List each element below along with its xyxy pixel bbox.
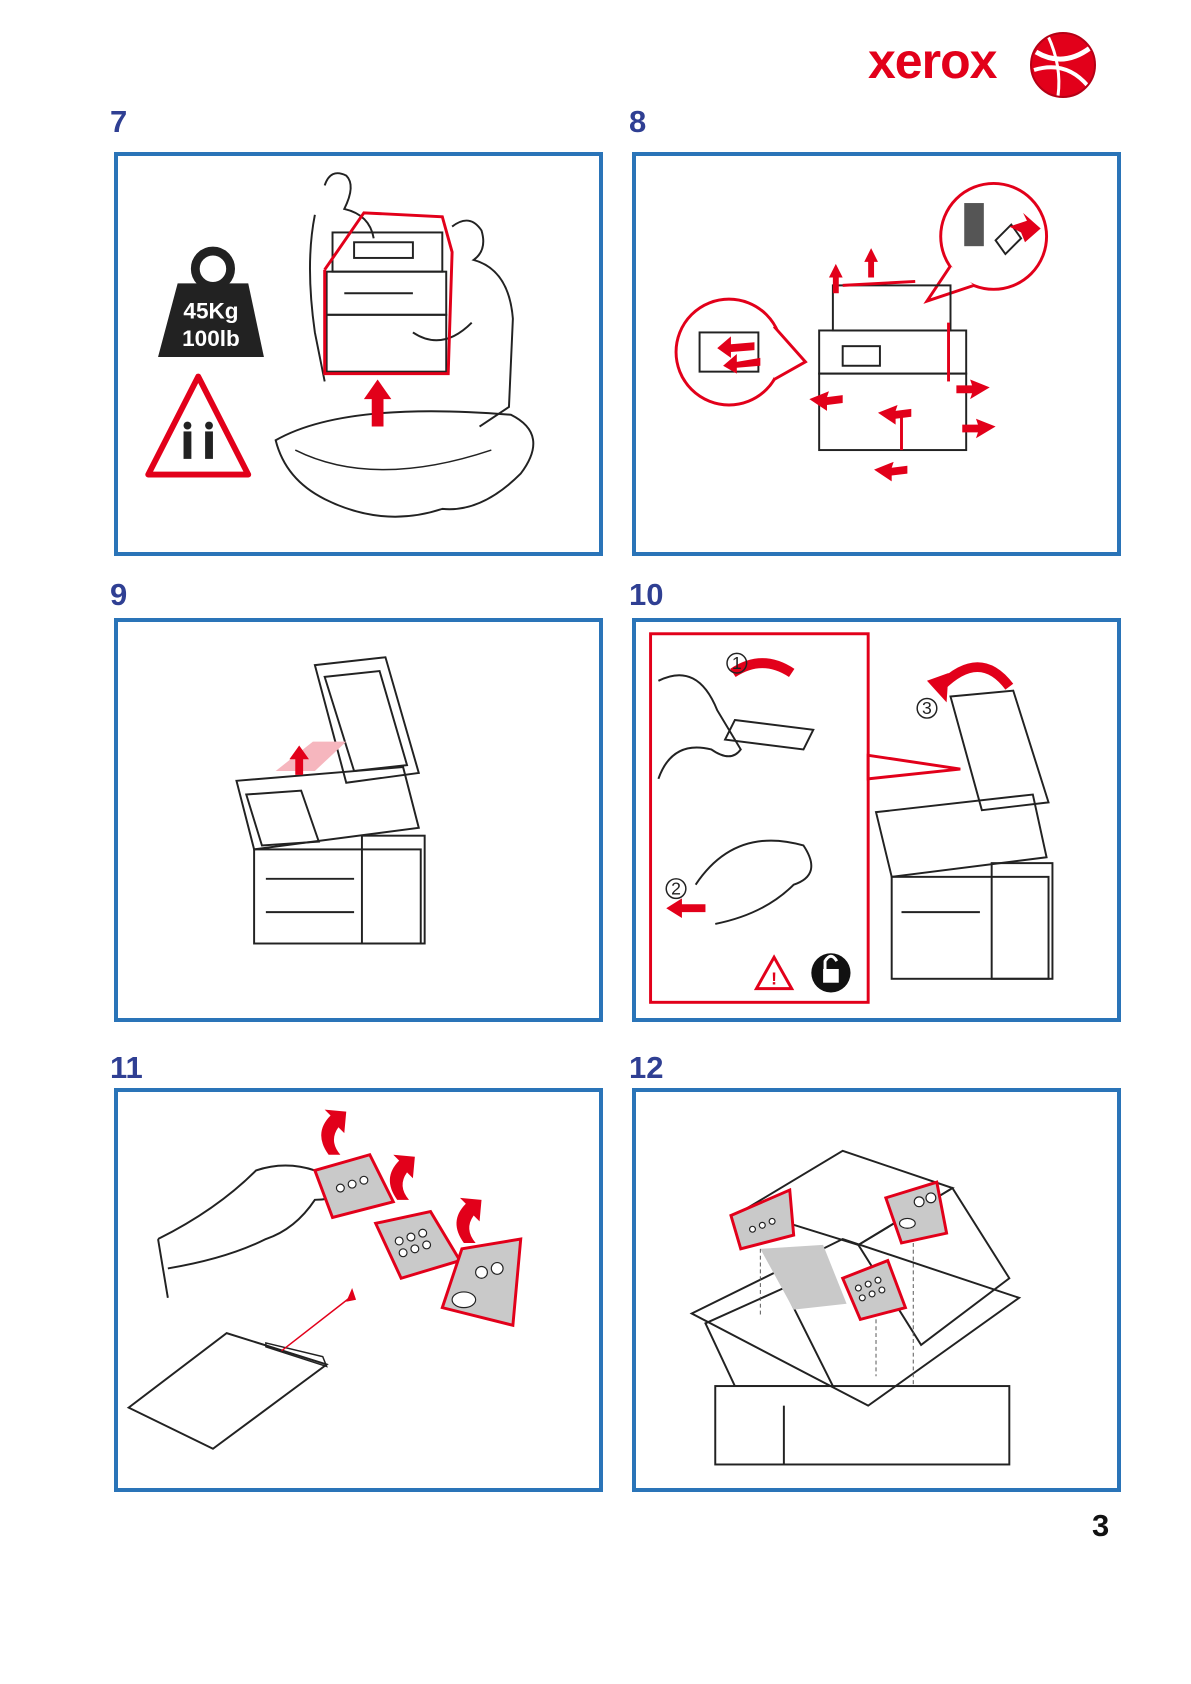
weight-icon: 45Kg 100lb [158, 251, 264, 357]
panel-step-10: 1 2 ! 3 [632, 618, 1121, 1022]
circled-step-2: 2 [671, 878, 681, 898]
step-number-12: 12 [629, 1050, 663, 1086]
open-scanner-lid-illustration [118, 622, 599, 1018]
xerox-wordmark: xerox [868, 32, 996, 90]
attach-overlay-illustration [636, 1092, 1117, 1488]
weight-lb: 100lb [182, 326, 240, 351]
step-number-8: 8 [629, 104, 646, 140]
panel-step-12 [632, 1088, 1121, 1492]
control-panel-overlay-illustration [118, 1092, 599, 1488]
panel-step-7: 45Kg 100lb [114, 152, 603, 556]
step-number-10: 10 [629, 577, 663, 613]
panel-step-9 [114, 618, 603, 1022]
panel-step-11 [114, 1088, 603, 1492]
remove-tape-illustration [636, 156, 1117, 552]
circled-step-1: 1 [732, 653, 742, 673]
unlock-scanner-illustration: 1 2 ! 3 [636, 622, 1117, 1018]
two-person-lift-illustration: 45Kg 100lb [118, 156, 599, 552]
step-number-7: 7 [110, 104, 127, 140]
svg-text:!: ! [771, 969, 777, 989]
page-number: 3 [1092, 1508, 1109, 1544]
circled-step-3: 3 [922, 698, 932, 718]
step-number-11: 11 [110, 1050, 143, 1086]
two-person-warning-icon [148, 377, 248, 475]
xerox-logo: xerox [868, 28, 1108, 104]
step-number-9: 9 [110, 577, 127, 613]
unlock-icon [811, 953, 850, 992]
xerox-sphere-icon [1028, 30, 1098, 100]
weight-kg: 45Kg [183, 299, 238, 324]
panel-step-8 [632, 152, 1121, 556]
